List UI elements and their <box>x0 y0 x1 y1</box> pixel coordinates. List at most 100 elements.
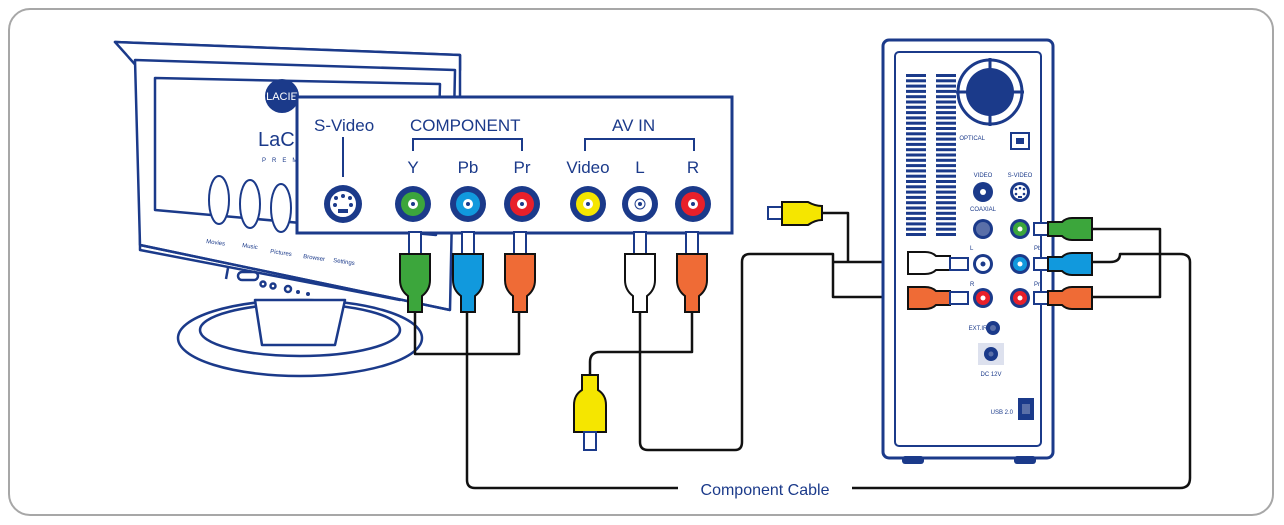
device-usb-inner <box>1022 404 1030 414</box>
vent-slat <box>936 79 956 83</box>
device-foot-right <box>1014 456 1036 464</box>
cable-yellow-top <box>822 211 850 262</box>
plug-green-device <box>1033 217 1093 241</box>
plug-blue-tv <box>452 231 484 313</box>
plug-blue-device <box>1033 252 1093 276</box>
vent-slat <box>906 121 926 125</box>
menu-label-music: Music <box>242 243 258 251</box>
vent-slat <box>906 95 926 99</box>
vent-slat <box>936 227 956 231</box>
vent-slat <box>936 132 956 136</box>
plug-yellow-top <box>767 201 823 226</box>
vent-slat <box>936 233 956 236</box>
tv-led-1 <box>296 290 300 294</box>
device-pb-center <box>1017 261 1023 267</box>
tv-svideo-label: S-Video <box>314 116 374 135</box>
device-dc-label: DC 12V <box>980 372 1001 378</box>
jack-label-video: Video <box>566 158 609 177</box>
vent-slat <box>906 84 926 88</box>
vent-slat <box>936 89 956 93</box>
vent-slat <box>906 79 926 83</box>
plug-white-device <box>907 251 969 275</box>
cable-video-drop <box>588 312 694 375</box>
tv-jack-pb <box>450 186 486 222</box>
vent-slat <box>936 164 956 168</box>
vent-slat <box>936 142 956 146</box>
vent-slat <box>906 105 926 109</box>
vent-slat <box>906 227 926 231</box>
vent-slat <box>906 174 926 178</box>
tv-jack-r <box>675 186 711 222</box>
vent-slat <box>906 127 926 130</box>
menu-bubble-movies <box>208 175 230 225</box>
cable-audio-r <box>638 252 908 452</box>
vent-slat <box>906 169 926 173</box>
vent-slat <box>936 211 956 215</box>
component-group-label: COMPONENT <box>410 116 521 135</box>
cable-pb-run <box>465 312 678 490</box>
device-pr-label: Pr <box>1034 282 1040 288</box>
jack-label-y: Y <box>407 158 418 177</box>
vent-slat <box>906 137 926 141</box>
tv-jack-y <box>395 186 431 222</box>
vent-slat <box>936 105 956 109</box>
vent-slat <box>906 185 926 189</box>
device-l-center <box>980 261 986 267</box>
plug-green-tv <box>399 231 431 313</box>
plug-orange-device-right <box>1033 286 1093 310</box>
vent-slat <box>936 84 956 88</box>
av-in-bracket <box>584 138 695 151</box>
cables <box>413 211 1192 490</box>
vent-slat <box>936 180 956 183</box>
vent-slat <box>936 121 956 125</box>
device-r-label: R <box>970 282 975 288</box>
vent-slat <box>936 217 956 221</box>
plug-orange-tv <box>504 231 536 313</box>
vent-slat <box>936 100 956 104</box>
tv-power-indicator <box>224 267 230 280</box>
vent-slat <box>936 190 956 194</box>
jack-label-pr: Pr <box>514 158 531 177</box>
menu-bubble-music <box>239 179 261 229</box>
tv-jack-pr <box>504 186 540 222</box>
vent-slat <box>906 100 926 104</box>
vent-slat <box>906 233 926 236</box>
jack-label-pb: Pb <box>458 158 479 177</box>
vent-slat <box>936 169 956 173</box>
lacie-logo-text: LACIE <box>266 91 298 103</box>
vent-slat <box>936 127 956 130</box>
tv-jack-video <box>570 186 606 222</box>
media-player-device: OPTICAL VIDEO S-VIDEO COAXIAL Y L Pb R P… <box>881 38 1055 464</box>
device-video-jack-center <box>980 189 986 195</box>
vent-slat <box>906 190 926 194</box>
device-coaxial-label: COAXIAL <box>970 207 997 213</box>
menu-label-movies: Movies <box>206 239 226 248</box>
tv-button-3 <box>283 284 293 294</box>
vent-slat <box>936 195 956 199</box>
plug-orange-audio-tv <box>676 231 708 313</box>
device-l-label: L <box>970 246 974 252</box>
vent-slat <box>936 137 956 141</box>
jack-label-r: R <box>687 158 699 177</box>
jack-label-l: L <box>635 158 644 177</box>
vent-slat <box>906 148 926 152</box>
vent-slat <box>906 211 926 215</box>
vent-slat <box>936 222 956 226</box>
menu-bubble-pictures <box>270 183 292 233</box>
vent-slat <box>936 201 956 205</box>
cable-device-y-pr <box>1092 227 1162 299</box>
device-optical-inner <box>1016 138 1024 144</box>
tv-jack-l <box>622 186 658 222</box>
vent-slat <box>906 206 926 210</box>
cable-component-right <box>852 252 1192 490</box>
vent-slat <box>906 195 926 199</box>
tv-button-1 <box>259 280 267 288</box>
device-pr-center <box>1017 295 1023 301</box>
menu-label-browser: Browser <box>303 254 326 263</box>
vent-slat <box>906 89 926 93</box>
vent-slat <box>906 132 926 136</box>
menu-label-pictures: Pictures <box>270 249 292 258</box>
device-back-panel <box>894 51 1042 447</box>
cable-device-pb <box>1092 252 1158 264</box>
